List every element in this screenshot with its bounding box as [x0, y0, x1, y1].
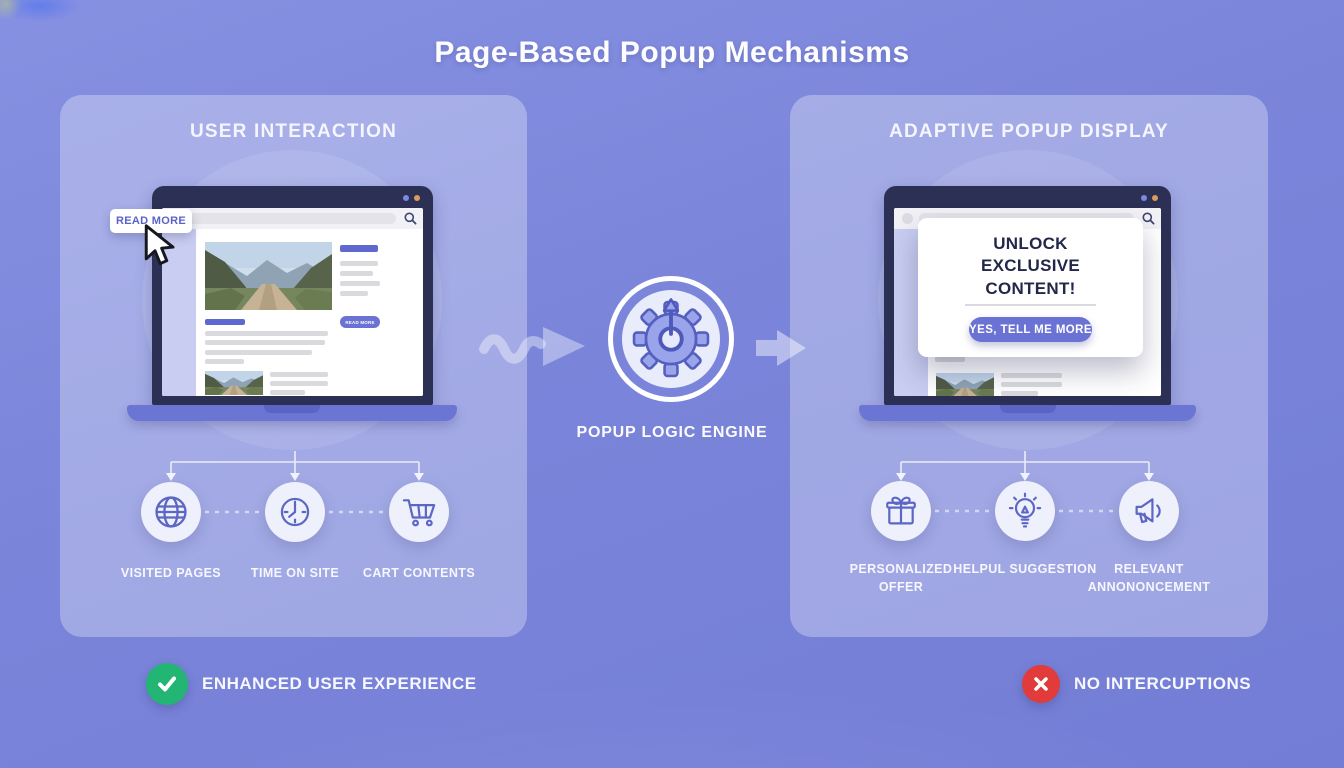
avatar-circle	[902, 213, 913, 224]
text-line	[1001, 382, 1062, 387]
laptop-screen: READ MORE	[152, 186, 433, 405]
search-icon[interactable]	[403, 211, 418, 226]
text-line	[935, 356, 965, 362]
gift-icon	[886, 496, 916, 525]
popup-divider	[965, 304, 1096, 306]
text-line	[270, 372, 328, 377]
arrow-right-icon	[543, 327, 585, 366]
clock-icon	[280, 497, 310, 527]
read-more-button[interactable]: READ MORE	[110, 209, 192, 233]
outcome-label: RELEVANT ANNONONCEMENT	[1087, 562, 1211, 594]
cart-icon	[402, 499, 436, 527]
right-panel-heading: ADAPTIVE POPUP DISPLAY	[889, 121, 1169, 142]
address-bar[interactable]	[187, 213, 396, 224]
engine-outer-ring	[608, 276, 734, 402]
factor-visited-pages	[141, 482, 201, 542]
search-icon[interactable]	[1141, 211, 1156, 226]
megaphone-icon	[1135, 498, 1161, 524]
factor-label: TIME ON SITE	[250, 566, 340, 580]
outcome-helpful-suggestion	[995, 481, 1055, 541]
article-thumbnail	[205, 371, 263, 395]
outcome-label: HELPUL SUGGESTION	[953, 562, 1097, 576]
window-dot-purple	[403, 195, 409, 201]
text-line	[205, 331, 328, 336]
text-line	[205, 350, 312, 355]
laptop-base	[859, 405, 1196, 421]
factor-cart-contents	[389, 482, 449, 542]
text-line	[270, 381, 328, 386]
outcome-personalized-offer	[871, 481, 931, 541]
outcome-relevant-announcement	[1119, 481, 1179, 541]
globe-icon	[155, 496, 187, 528]
text-line	[270, 390, 305, 395]
outcome-label: PERSONALIZED OFFER	[849, 562, 953, 594]
sidebar-heading-bar	[340, 245, 378, 252]
negative-verdict-label: NO INTERCUPTIONS	[1074, 674, 1252, 693]
engine-label: POPUP LOGIC ENGINE	[576, 424, 768, 441]
laptop-notch	[264, 405, 320, 413]
popup-logic-engine	[622, 290, 720, 388]
article-thumbnail	[936, 373, 994, 396]
page-title: Page-Based Popup Mechanisms	[434, 36, 910, 69]
window-dots	[1141, 195, 1158, 201]
text-line	[340, 291, 368, 296]
gear-arrow-icon	[632, 298, 710, 378]
window-dot-orange	[414, 195, 420, 201]
lightbulb-icon	[1008, 492, 1042, 528]
cursor-icon	[144, 224, 175, 266]
window-dot-orange	[1152, 195, 1158, 201]
factor-label: CART CONTENTS	[362, 566, 476, 580]
factor-label: VISITED PAGES	[120, 566, 222, 580]
checkmark-icon	[146, 663, 188, 705]
yes-tell-me-more-button[interactable]: YES, TELL ME MORE	[969, 317, 1092, 342]
page-margin	[162, 229, 196, 396]
browser-window: READ MORE	[162, 208, 423, 396]
negative-verdict: NO INTERCUPTIONS	[1022, 665, 1251, 703]
text-line	[205, 340, 325, 345]
popup-card: UNLOCK EXCLUSIVE CONTENT! YES, TELL ME M…	[918, 218, 1143, 357]
text-line	[205, 359, 244, 364]
text-line	[1001, 391, 1038, 396]
x-icon	[1022, 665, 1060, 703]
webpage-content: READ MORE	[162, 229, 423, 396]
window-dots	[403, 195, 420, 201]
popup-title: UNLOCK EXCLUSIVE CONTENT!	[980, 234, 1081, 298]
window-dot-purple	[1141, 195, 1147, 201]
factor-time-on-site	[265, 482, 325, 542]
left-panel-heading: USER INTERACTION	[189, 121, 398, 142]
text-line	[340, 271, 373, 276]
inline-read-more-button[interactable]: READ MORE	[340, 316, 380, 328]
positive-verdict-label: ENHANCED USER EXPERIENCE	[202, 674, 477, 693]
positive-verdict: ENHANCED USER EXPERIENCE	[146, 663, 477, 705]
text-line	[340, 261, 378, 266]
browser-toolbar	[162, 208, 423, 229]
article-heading-bar	[205, 319, 245, 325]
text-line	[340, 281, 380, 286]
laptop-base	[127, 405, 457, 421]
article-photo	[205, 242, 332, 310]
laptop-notch	[999, 405, 1056, 413]
text-line	[1001, 373, 1062, 378]
